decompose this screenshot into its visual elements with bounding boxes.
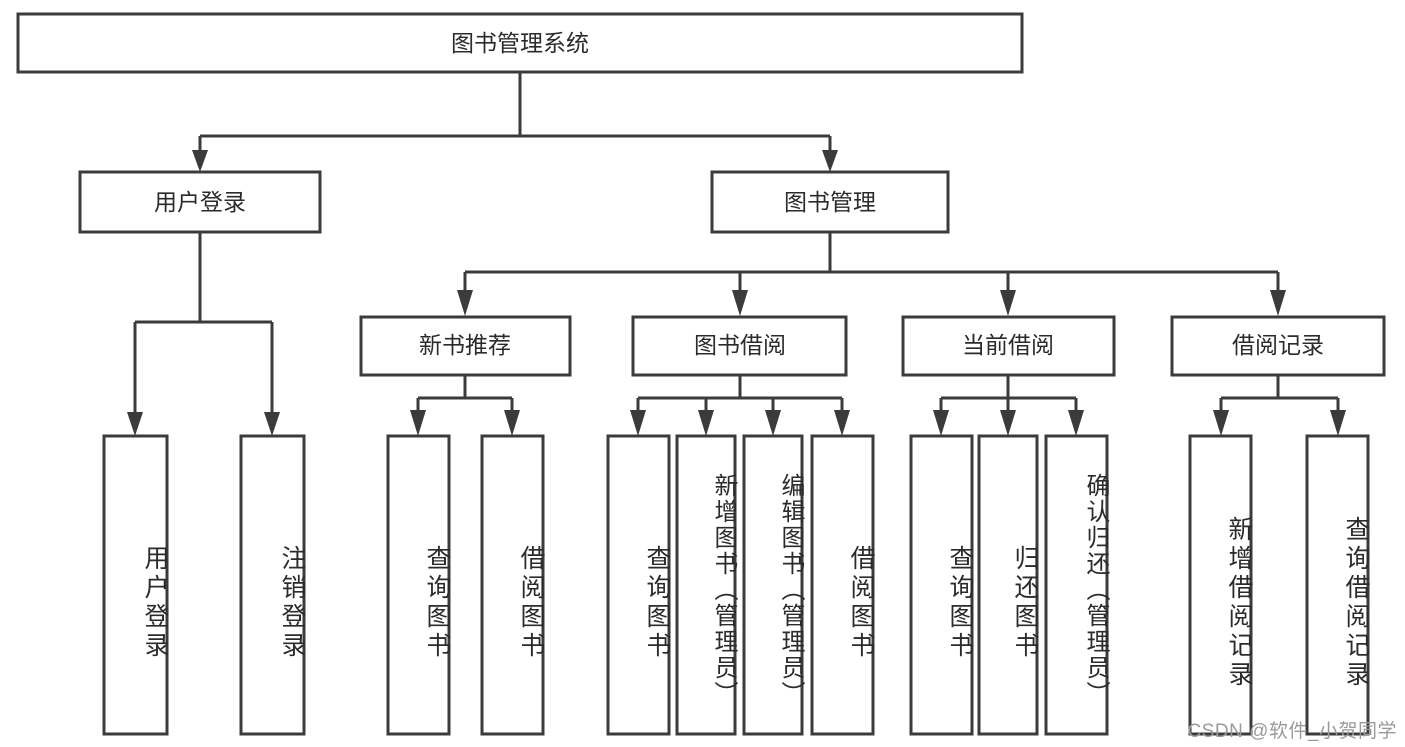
node-current-borrow[interactable]: 当前借阅: [901, 315, 1116, 377]
leaf-record-query-box[interactable]: [1305, 434, 1370, 736]
arrowhead-borrow-leaf1: [630, 410, 646, 436]
leaf-record-add[interactable]: [1188, 434, 1253, 736]
leaf-newbook-borrow[interactable]: [480, 434, 545, 736]
leaf-current-return[interactable]: [977, 434, 1039, 736]
arrowhead-current-leaf1: [933, 410, 949, 436]
leaf-borrow-edit-box[interactable]: [742, 434, 804, 736]
node-book-borrow-label: 图书借阅: [694, 332, 786, 358]
leaf-borrow-add[interactable]: [675, 434, 737, 736]
node-user-login-label: 用户登录: [154, 189, 246, 215]
connector-group: [127, 72, 1346, 436]
node-new-book-recommend-box[interactable]: [359, 315, 572, 377]
arrowhead-to-new-book: [457, 290, 473, 316]
arrowhead-to-user-login-leaf: [127, 412, 143, 436]
node-user-login[interactable]: 用户登录: [78, 170, 322, 234]
leaf-record-add-box[interactable]: [1188, 434, 1253, 736]
arrowhead-borrow-leaf3: [765, 410, 781, 436]
arrowhead-to-book-borrow: [732, 290, 748, 316]
leaf-borrow-add-box[interactable]: [675, 434, 737, 736]
arrowhead-newbook-leaf1: [410, 410, 426, 436]
node-root-box[interactable]: [16, 12, 1024, 74]
node-new-book-recommend[interactable]: 新书推荐: [359, 315, 572, 377]
node-borrow-record-label: 借阅记录: [1232, 332, 1324, 358]
node-borrow-record-box[interactable]: [1170, 315, 1386, 377]
arrowhead-to-book-management: [822, 150, 838, 172]
node-new-book-recommend-label: 新书推荐: [419, 332, 511, 358]
leaf-current-confirm-box[interactable]: [1044, 434, 1109, 736]
leaf-record-query[interactable]: [1305, 434, 1370, 736]
arrowhead-to-current-borrow: [1000, 290, 1016, 316]
node-book-borrow[interactable]: 图书借阅: [631, 315, 848, 377]
arrowhead-to-logout-leaf: [264, 412, 280, 436]
leaf-borrow-query[interactable]: [606, 434, 671, 736]
arrowhead-to-borrow-record: [1270, 290, 1286, 316]
arrowhead-current-leaf3: [1068, 410, 1084, 436]
node-book-borrow-box[interactable]: [631, 315, 848, 377]
leaf-user-login-box[interactable]: [102, 434, 169, 736]
leaf-user-login[interactable]: [102, 434, 169, 736]
leaf-logout-box[interactable]: [239, 434, 306, 736]
node-book-management[interactable]: 图书管理: [710, 170, 950, 234]
node-root-system[interactable]: 图书管理系统: [16, 12, 1024, 74]
leaf-current-confirm[interactable]: [1044, 434, 1109, 736]
leaf-current-return-box[interactable]: [977, 434, 1039, 736]
arrowhead-current-leaf2: [1000, 410, 1016, 436]
leaf-borrow-borrow[interactable]: [810, 434, 875, 736]
leaf-newbook-query-box[interactable]: [386, 434, 451, 736]
node-current-borrow-label: 当前借阅: [962, 332, 1054, 358]
leaf-borrow-edit[interactable]: [742, 434, 804, 736]
node-root-label: 图书管理系统: [451, 30, 589, 56]
leaf-logout[interactable]: [239, 434, 306, 736]
leaf-newbook-query[interactable]: [386, 434, 451, 736]
arrowhead-to-user-login: [192, 150, 208, 172]
node-book-management-label: 图书管理: [784, 189, 876, 215]
leaf-current-query[interactable]: [909, 434, 974, 736]
node-user-login-box[interactable]: [78, 170, 322, 234]
leaf-borrow-borrow-box[interactable]: [810, 434, 875, 736]
node-borrow-record[interactable]: 借阅记录: [1170, 315, 1386, 377]
leaf-borrow-query-box[interactable]: [606, 434, 671, 736]
arrowhead-newbook-leaf2: [504, 410, 520, 436]
node-current-borrow-box[interactable]: [901, 315, 1116, 377]
leaf-newbook-borrow-box[interactable]: [480, 434, 545, 736]
arrowhead-borrow-leaf2: [698, 410, 714, 436]
arrowhead-record-leaf1: [1213, 410, 1229, 436]
arrowhead-record-leaf2: [1330, 410, 1346, 436]
leaf-current-query-box[interactable]: [909, 434, 974, 736]
node-book-management-box[interactable]: [710, 170, 950, 234]
arrowhead-borrow-leaf4: [834, 410, 850, 436]
